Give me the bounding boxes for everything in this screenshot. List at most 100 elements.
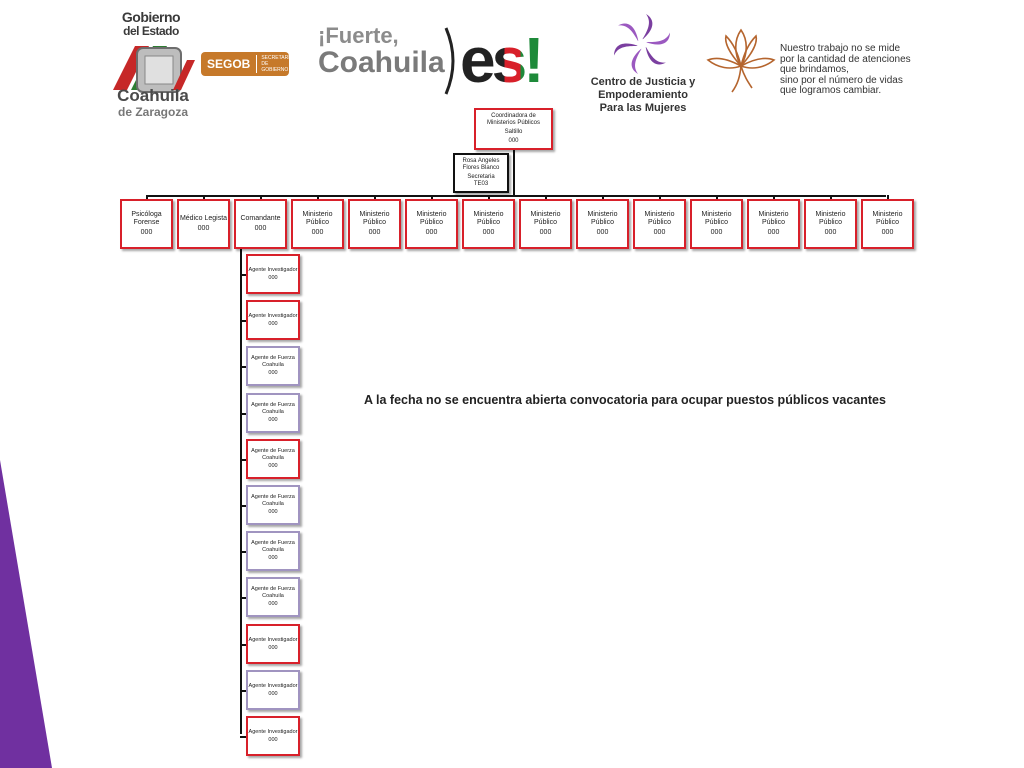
coat-of-arms-icon — [113, 46, 195, 93]
position-subtitle: Público — [705, 219, 728, 226]
connector-agent-tick — [240, 690, 248, 692]
secretaria-box: Rosa Angeles Flores Blanco Secretaria TE… — [453, 153, 509, 193]
gobierno-coahuila-logo: Gobierno del Estado SEGOB SECRETARÍA DE … — [105, 8, 295, 119]
position-subtitle: Público — [420, 219, 443, 226]
gobierno-line1: Gobierno — [121, 9, 181, 25]
position-title: Ministerio — [416, 211, 447, 218]
quote-line5: que logramos cambiar. — [780, 85, 882, 96]
coordinadora-line3: Saltillo — [504, 129, 523, 135]
position-subtitle: Público — [534, 219, 557, 226]
agent-subtitle: Coahuila — [262, 454, 284, 461]
agent-title: Agente de Fuerza — [251, 494, 295, 501]
coordinadora-code: 000 — [508, 138, 519, 144]
position-title: Ministerio — [302, 211, 333, 218]
position-title: Ministerio — [359, 211, 390, 218]
connector-row-drop — [202, 195, 205, 201]
connector-agent-tick — [240, 597, 248, 599]
agent-title: Agente de Fuerza — [251, 586, 295, 593]
agent-subtitle: Coahuila — [262, 408, 284, 415]
position-title: Ministerio — [815, 211, 846, 218]
position-code: 000 — [140, 229, 153, 236]
position-code: 000 — [881, 229, 894, 236]
cjem-logo: Centro de Justicia y Empoderamiento Para… — [588, 12, 698, 114]
connector-agent-tick — [240, 274, 248, 276]
fuerte-line1: ¡Fuerte, — [318, 23, 399, 48]
position-code: 000 — [425, 229, 438, 236]
position-title: Ministerio — [587, 211, 618, 218]
lineart-flower-icon — [706, 28, 776, 93]
position-title: Ministerio — [758, 211, 789, 218]
position-subtitle: Público — [363, 219, 386, 226]
position-subtitle: Público — [306, 219, 329, 226]
position-subtitle: Público — [819, 219, 842, 226]
quote-line4: sino por el número de vidas — [780, 74, 903, 86]
agent-code: 000 — [268, 645, 278, 651]
cjem-line3: Para las Mujeres — [599, 102, 687, 114]
fuerte-line2: Coahuila — [318, 46, 445, 79]
fuerte-coahuila-logo: ¡Fuerte, Coahuila es! — [318, 24, 558, 100]
connector-row-drop — [772, 195, 775, 201]
connector-row-drop — [316, 195, 319, 201]
position-code: 000 — [596, 229, 609, 236]
agent-title: Agente Investigador — [248, 728, 298, 735]
position-title: Psicóloga — [131, 211, 162, 218]
vacancy-notice: A la fecha no se encuentra abierta convo… — [364, 393, 886, 407]
connector-agent-tick — [240, 459, 248, 461]
agent-title: Agente de Fuerza — [251, 540, 295, 547]
position-code: 000 — [368, 229, 381, 236]
cjem-line2: Empoderamiento — [598, 89, 688, 101]
position-subtitle: Forense — [133, 219, 160, 226]
agent-code: 000 — [268, 275, 278, 281]
position-code: 000 — [767, 229, 780, 236]
cjem-line1: Centro de Justicia y — [590, 76, 696, 88]
connector-row-drop — [886, 195, 889, 201]
position-code: 000 — [197, 225, 210, 232]
agent-subtitle: Coahuila — [262, 361, 284, 368]
connector-agent-tick — [240, 366, 248, 368]
agent-title: Agente de Fuerza — [251, 355, 295, 362]
position-code: 000 — [653, 229, 666, 236]
connector-row-drop — [601, 195, 604, 201]
secretaria-code: TE03 — [473, 181, 489, 187]
connector-comandante-spine — [240, 248, 242, 734]
agent-code: 000 — [268, 555, 278, 562]
agent-box: Agente Investigador 000 — [246, 716, 300, 756]
quote-line3: que brindamos, — [780, 64, 849, 75]
gobierno-line2: del Estado — [123, 24, 179, 38]
position-code: 000 — [710, 229, 723, 236]
connector-agent-tick — [240, 736, 248, 738]
position-code: 000 — [539, 229, 552, 236]
agent-code: 000 — [268, 691, 278, 697]
connector-row-drop — [373, 195, 376, 201]
secretaria-line3: Secretaria — [467, 174, 495, 180]
connector-coord-secretaria — [513, 148, 515, 196]
agent-subtitle: Coahuila — [262, 500, 284, 507]
connector-row-drop — [715, 195, 718, 201]
agent-code: 000 — [268, 417, 278, 424]
agent-title: Agente Investigador — [248, 636, 298, 643]
position-title: Ministerio — [701, 211, 732, 218]
connector-row-drop — [544, 195, 547, 201]
position-subtitle: Público — [477, 219, 500, 226]
connector-agent-tick — [240, 505, 248, 507]
connector-agent-tick — [240, 551, 248, 553]
position-title: Ministerio — [872, 211, 903, 218]
connector-row-drop — [487, 195, 490, 201]
agent-code: 000 — [268, 737, 278, 743]
connector-agent-tick — [240, 413, 248, 415]
connector-agent-tick — [240, 320, 248, 322]
agent-title: Agente de Fuerza — [251, 448, 295, 455]
